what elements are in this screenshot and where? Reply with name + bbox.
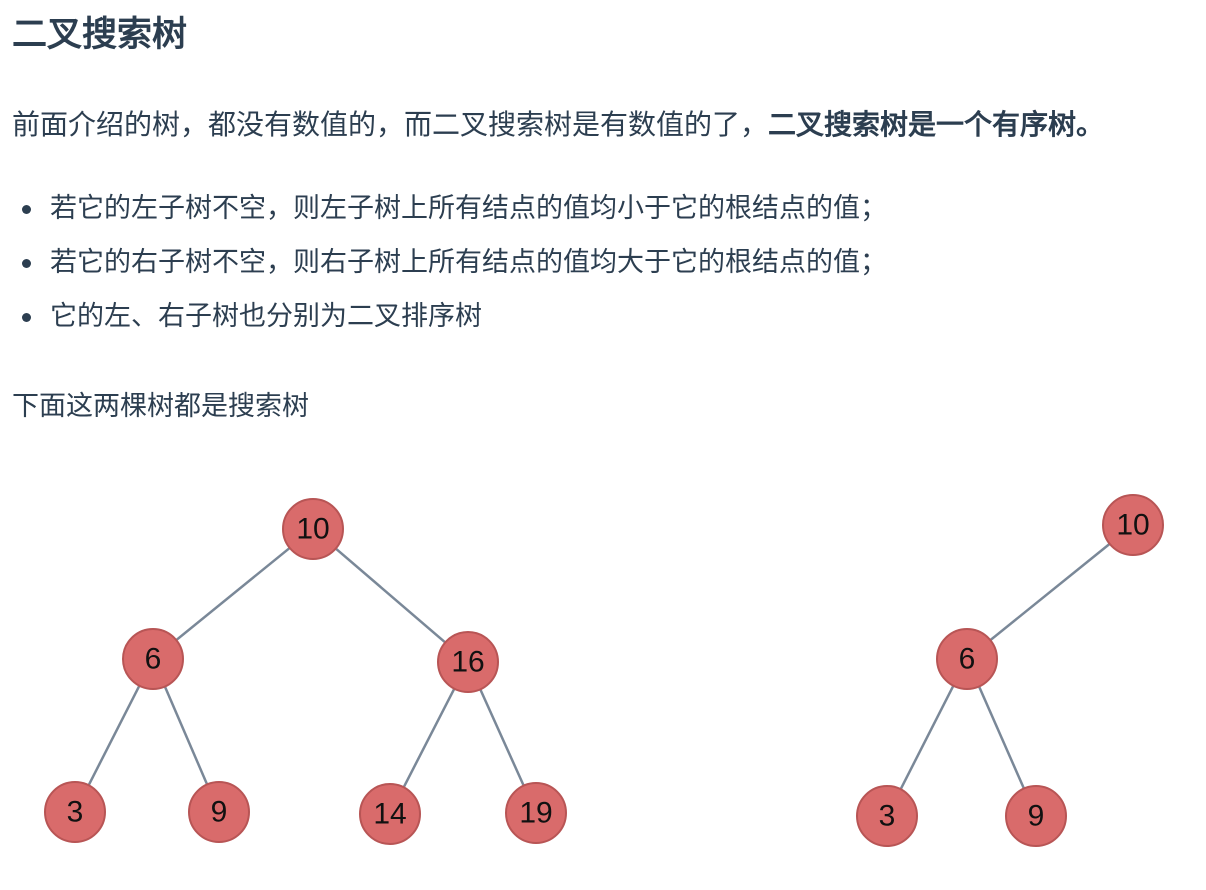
list-item: 若它的左子树不空，则左子树上所有结点的值均小于它的根结点的值； — [12, 193, 887, 247]
rule-text: 若它的右子树不空，则右子树上所有结点的值均大于它的根结点的值； — [50, 247, 887, 278]
nodes-layer: 10 6 16 3 9 14 19 10 6 3 9 — [44, 494, 1164, 847]
node-circle — [505, 782, 567, 844]
intro-paragraph: 前面介绍的树，都没有数值的，而二叉搜索树是有数值的了，二叉搜索树是一个有序树。 — [12, 108, 1104, 142]
intro-bold-text: 二叉搜索树是一个有序树。 — [768, 108, 1105, 141]
node-label: 6 — [145, 643, 162, 676]
node-label: 16 — [451, 646, 484, 679]
tree-node: 9 — [188, 781, 250, 843]
node-label: 3 — [67, 796, 84, 829]
node-circle — [282, 498, 344, 560]
tree-edge — [977, 685, 1026, 790]
rule-text: 若它的左子树不空，则左子树上所有结点的值均小于它的根结点的值； — [50, 193, 887, 224]
node-label: 3 — [879, 800, 896, 833]
tree-node: 6 — [936, 628, 998, 690]
tree-edge — [163, 686, 209, 785]
tree-edge — [989, 542, 1111, 642]
bullet-icon — [22, 259, 31, 268]
list-item: 它的左、右子树也分别为二叉排序树 — [12, 301, 887, 355]
node-label: 10 — [1116, 509, 1149, 542]
node-label: 9 — [1028, 800, 1045, 833]
node-circle — [856, 785, 918, 847]
node-circle — [44, 781, 106, 843]
tree-edge — [479, 688, 525, 787]
page-title: 二叉搜索树 — [12, 15, 188, 55]
tree-node: 10 — [282, 498, 344, 560]
node-label: 19 — [519, 797, 552, 830]
tree-node: 6 — [122, 628, 184, 690]
tree-node: 10 — [1102, 494, 1164, 556]
tree-edge — [334, 547, 447, 644]
node-circle — [122, 628, 184, 690]
tree-edge — [175, 546, 291, 642]
tree-node: 3 — [44, 781, 106, 843]
tree-node: 14 — [359, 783, 421, 845]
trees-caption: 下面这两棵树都是搜索树 — [12, 391, 309, 422]
bullet-icon — [22, 205, 31, 214]
node-circle — [188, 781, 250, 843]
node-circle — [1005, 785, 1067, 847]
tree-node: 9 — [1005, 785, 1067, 847]
node-circle — [936, 628, 998, 690]
tree-node: 19 — [505, 782, 567, 844]
tree-node: 3 — [856, 785, 918, 847]
node-circle — [359, 783, 421, 845]
edges-layer — [87, 542, 1111, 790]
list-item: 若它的右子树不空，则右子树上所有结点的值均大于它的根结点的值； — [12, 247, 887, 301]
intro-text: 前面介绍的树，都没有数值的，而二叉搜索树是有数值的了， — [12, 108, 769, 141]
rule-text: 它的左、右子树也分别为二叉排序树 — [50, 301, 482, 332]
tree-edge — [87, 685, 141, 786]
node-label: 10 — [296, 513, 329, 546]
tree-edge — [899, 685, 955, 790]
bullet-icon — [22, 313, 31, 322]
node-label: 9 — [211, 796, 228, 829]
node-circle — [1102, 494, 1164, 556]
rules-list: 若它的左子树不空，则左子树上所有结点的值均小于它的根结点的值； 若它的右子树不空… — [12, 193, 887, 355]
node-circle — [437, 631, 499, 693]
tree-node: 16 — [437, 631, 499, 693]
node-label: 14 — [373, 798, 406, 831]
node-label: 6 — [959, 643, 976, 676]
tree-edge — [402, 688, 456, 788]
